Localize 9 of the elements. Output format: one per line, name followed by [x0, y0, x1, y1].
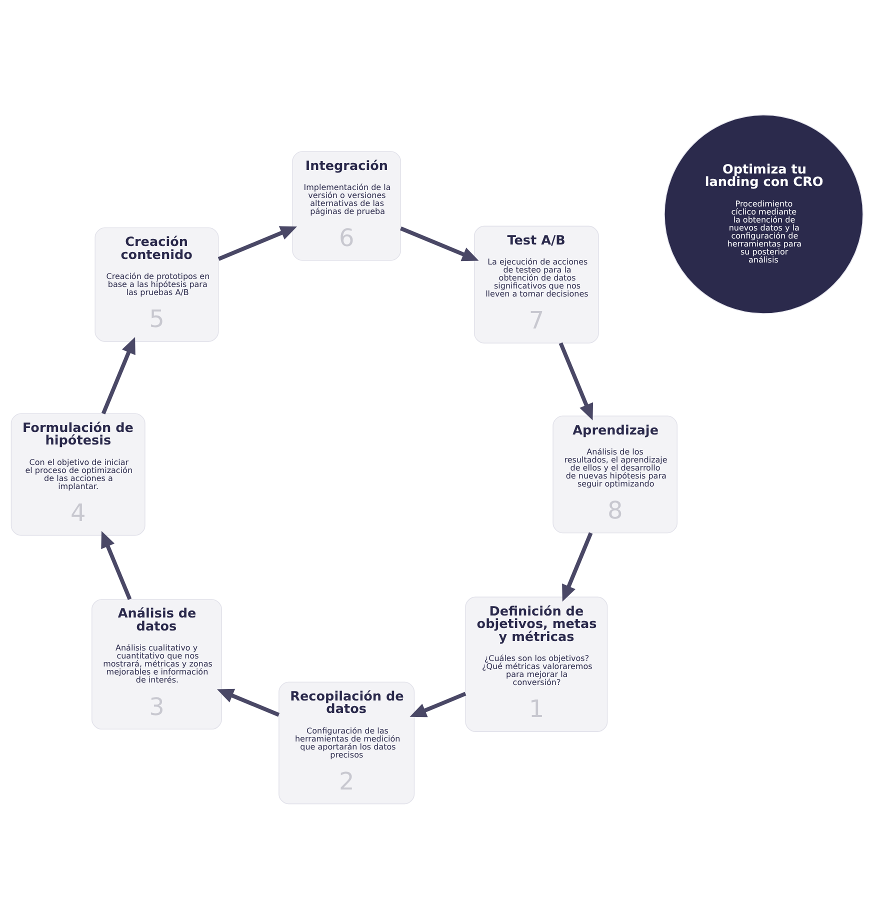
arrow — [101, 336, 136, 414]
arrow — [400, 226, 479, 261]
arrow — [562, 532, 593, 602]
arrow — [218, 226, 298, 260]
node-circle: Optimiza tu landing con CRO Procedimiento cíclico mediante la obtención de nuevos datos y la configuración de herramientas para su posterior análisis — [664, 114, 864, 314]
arrow — [410, 691, 466, 717]
arrow — [216, 688, 280, 716]
arrow — [558, 342, 594, 420]
arrow — [101, 530, 132, 600]
